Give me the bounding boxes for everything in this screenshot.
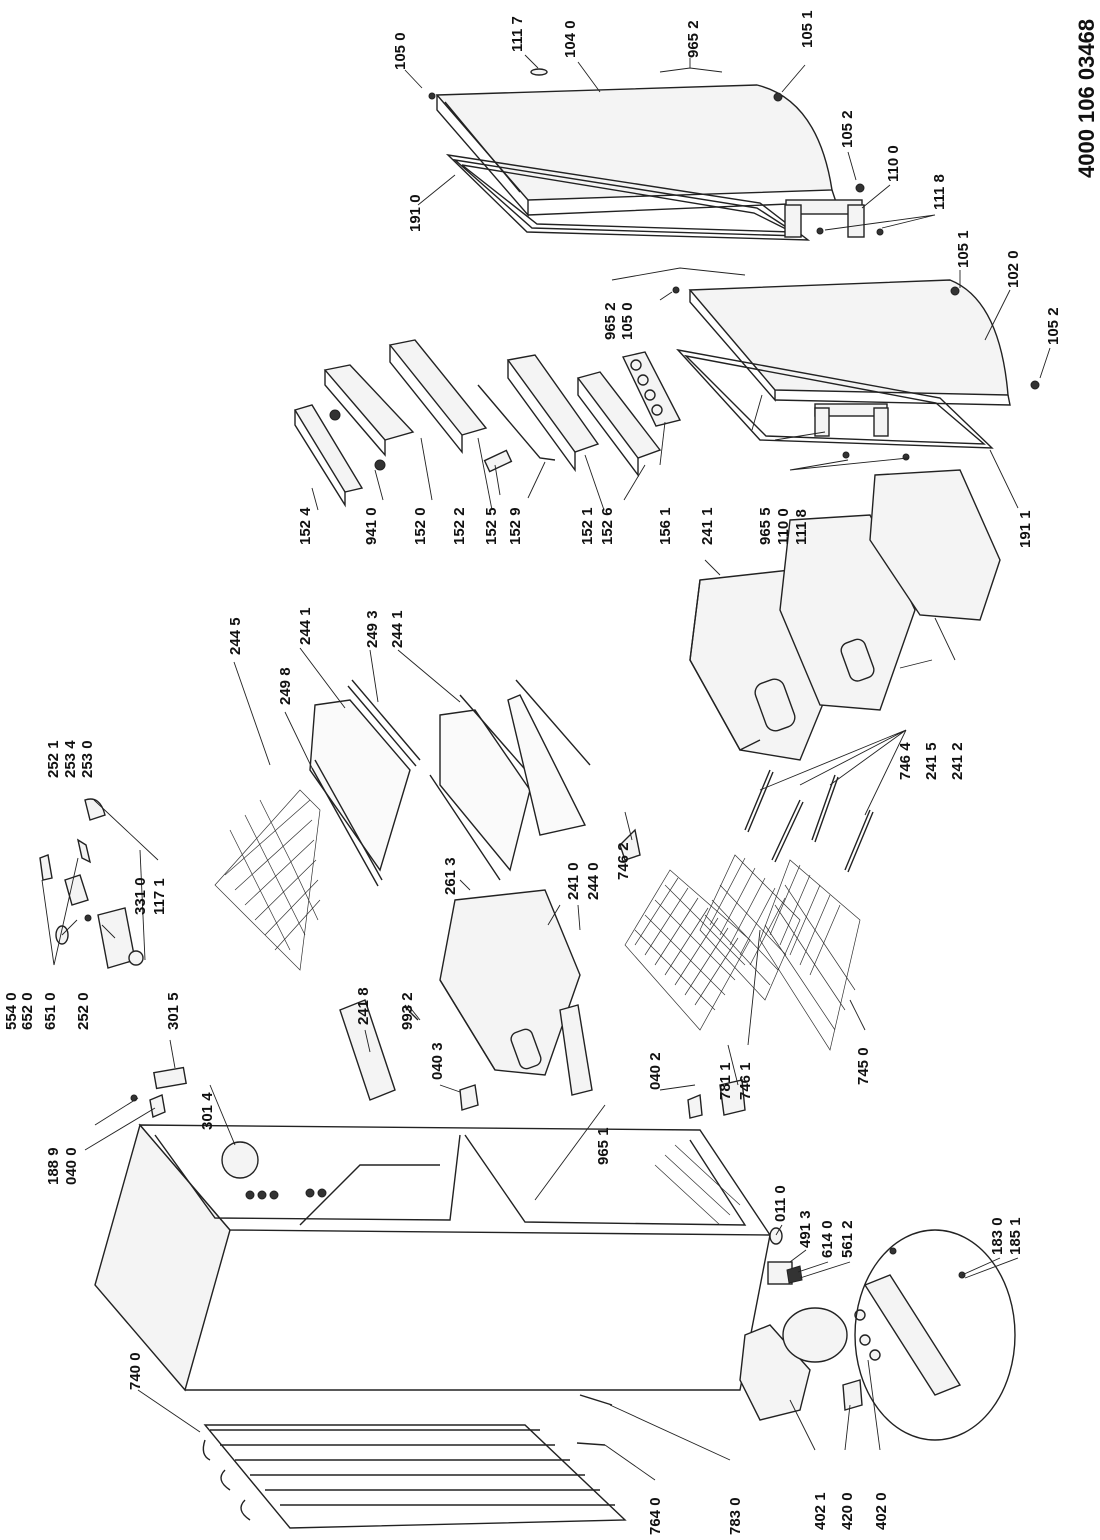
label-188-9: 188 9	[45, 1147, 62, 1185]
document-number: 4000 106 03468	[1074, 19, 1099, 178]
label-420-0: 420 0	[839, 1492, 856, 1530]
label-111-7: 111 7	[509, 16, 526, 52]
label-040-0: 040 0	[63, 1147, 80, 1185]
label-783-0: 783 0	[727, 1497, 744, 1535]
label-746-4: 746 4	[897, 742, 914, 780]
label-105-1b: 105 1	[955, 230, 972, 268]
label-745-0: 745 0	[855, 1047, 872, 1085]
label-993-2: 993 2	[399, 992, 416, 1030]
label-252-1: 252 1	[45, 740, 62, 778]
label-402-1: 402 1	[812, 1492, 829, 1530]
label-491-3: 491 3	[797, 1210, 814, 1248]
label-301-4: 301 4	[199, 1092, 216, 1130]
label-652-0: 652 0	[19, 992, 36, 1030]
label-185-1: 185 1	[1007, 1217, 1024, 1255]
label-561-2: 561 2	[839, 1220, 856, 1258]
label-102-0: 102 0	[1005, 250, 1022, 288]
label-941-0: 941 0	[363, 507, 380, 545]
upper-door-assembly	[428, 68, 884, 241]
label-554-0: 554 0	[3, 992, 20, 1030]
label-156-1: 156 1	[657, 507, 674, 545]
crisper-drawers	[619, 469, 1001, 873]
label-040-3: 040 3	[429, 1042, 446, 1080]
label-105-0: 105 0	[392, 32, 409, 70]
label-965-5: 965 5	[757, 507, 774, 545]
leader-lines	[41, 54, 1051, 1481]
condenser	[202, 1394, 627, 1529]
label-249-3: 249 3	[364, 610, 381, 648]
label-111-8b: 111 8	[793, 509, 810, 545]
label-110-0b: 110 0	[775, 508, 792, 545]
part-labels: 105 0 111 7 104 0 965 2 105 1 105 2 110 …	[3, 10, 1062, 1535]
label-104-0: 104 0	[562, 20, 579, 58]
label-241-5: 241 5	[923, 742, 940, 780]
label-152-6: 152 6	[599, 507, 616, 545]
control-lamp-assembly	[39, 798, 144, 969]
cabinet-body	[94, 1123, 772, 1392]
label-244-5: 244 5	[227, 617, 244, 655]
lower-door-assembly	[672, 279, 1040, 461]
label-781-1: 781 1	[717, 1062, 734, 1100]
label-244-1: 244 1	[297, 607, 314, 645]
label-244-1b: 244 1	[389, 610, 406, 648]
label-965-1: 965 1	[595, 1127, 612, 1165]
label-241-1: 241 1	[699, 507, 716, 545]
label-261-3: 261 3	[442, 857, 459, 895]
freezer-wire-baskets	[624, 854, 861, 1051]
label-191-1: 191 1	[1017, 510, 1034, 548]
label-011-0: 011 0	[772, 1185, 789, 1222]
label-105-1: 105 1	[799, 10, 816, 48]
label-331-0: 331 0	[132, 877, 149, 915]
cabinet-small-parts	[130, 1066, 746, 1119]
label-152-2: 152 2	[451, 507, 468, 545]
label-249-8: 249 8	[277, 667, 294, 705]
label-253-4: 253 4	[62, 740, 79, 778]
label-117-1: 117 1	[151, 878, 168, 915]
label-965-2b: 965 2	[602, 302, 619, 340]
label-111-8: 111 8	[931, 174, 948, 210]
label-152-5: 152 5	[483, 507, 500, 545]
label-152-9: 152 9	[507, 507, 524, 545]
label-253-0: 253 0	[79, 740, 96, 778]
label-746-1: 746 1	[737, 1062, 754, 1100]
label-110-0: 110 0	[885, 145, 902, 182]
label-105-2: 105 2	[839, 110, 856, 148]
label-746-2: 746 2	[615, 842, 632, 880]
label-241-2: 241 2	[949, 742, 966, 780]
label-105-2b: 105 2	[1045, 307, 1062, 345]
label-105-0b: 105 0	[619, 302, 636, 340]
label-764-0: 764 0	[647, 1497, 664, 1535]
label-252-0: 252 0	[75, 992, 92, 1030]
freezer-drawer	[339, 889, 593, 1101]
label-402-0: 402 0	[873, 1492, 890, 1530]
label-241-8: 241 8	[355, 987, 372, 1025]
label-152-4: 152 4	[297, 507, 314, 545]
label-740-0: 740 0	[127, 1352, 144, 1390]
label-614-0: 614 0	[819, 1220, 836, 1258]
glass-shelves	[214, 679, 591, 971]
compressor-area	[739, 1227, 1016, 1441]
label-241-0: 241 0	[565, 862, 582, 900]
label-152-0: 152 0	[412, 507, 429, 545]
label-152-1: 152 1	[579, 507, 596, 545]
label-244-0: 244 0	[585, 862, 602, 900]
label-651-0: 651 0	[42, 992, 59, 1030]
label-965-2: 965 2	[685, 20, 702, 58]
label-183-0: 183 0	[989, 1217, 1006, 1255]
label-191-0: 191 0	[407, 194, 424, 232]
label-040-2: 040 2	[647, 1052, 664, 1090]
label-301-5: 301 5	[165, 992, 182, 1030]
door-balconies	[293, 339, 682, 508]
